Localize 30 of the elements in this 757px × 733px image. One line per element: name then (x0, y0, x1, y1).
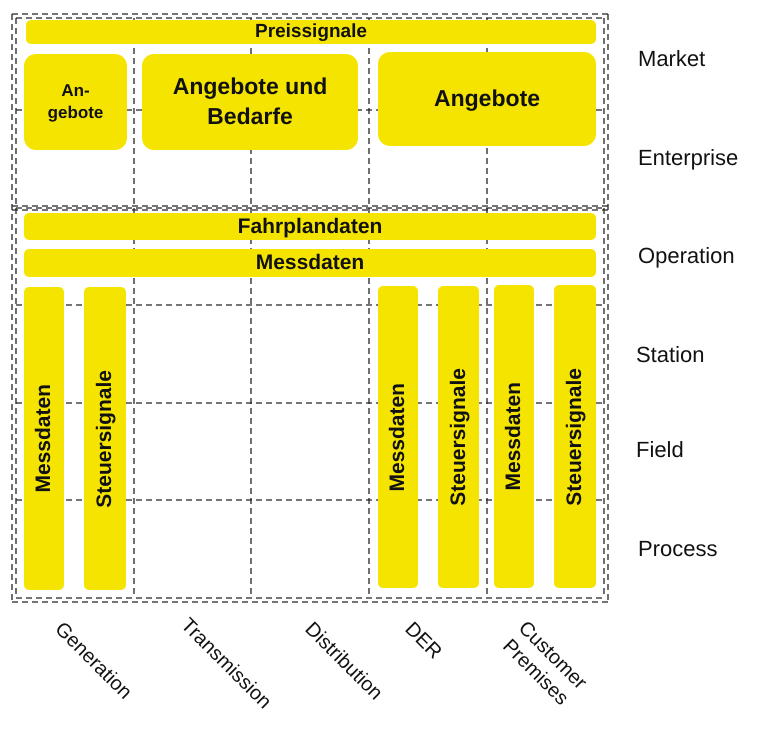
bar-label: Preissignale (255, 20, 367, 44)
row-label: Field (636, 437, 684, 463)
bar-label: Messdaten (31, 384, 56, 493)
vertical-bar (84, 287, 126, 590)
bar-label: Angebote (434, 84, 540, 114)
bar-label: Angebote und Bedarfe (172, 72, 328, 131)
vertical-bar (438, 286, 479, 588)
bar-label: Steuersignale (446, 368, 471, 506)
vertical-bar (554, 285, 596, 588)
row-label: Station (636, 342, 704, 368)
row-label: Process (638, 536, 718, 562)
bar-label: Messdaten (501, 382, 526, 491)
rounded-box (24, 54, 127, 150)
row-label: Operation (638, 243, 735, 269)
vertical-bar (378, 286, 418, 588)
row-label: Market (638, 46, 706, 72)
horizontal-bar (24, 213, 596, 240)
bar-label: Messdaten (385, 382, 410, 492)
bar-label: Fahrplandaten (238, 214, 382, 240)
vertical-bar (494, 285, 534, 588)
horizontal-bar (24, 249, 596, 277)
row-label: Enterprise (638, 145, 738, 171)
bar-label: Steuersignale (92, 370, 118, 508)
rounded-box (378, 52, 596, 146)
bar-label: Steuersignale (562, 368, 588, 506)
rounded-box (142, 54, 358, 150)
vertical-bar (24, 287, 64, 590)
horizontal-bar (26, 20, 596, 44)
bar-label: Messdaten (256, 250, 364, 276)
bar-label: An- gebote (46, 80, 104, 124)
